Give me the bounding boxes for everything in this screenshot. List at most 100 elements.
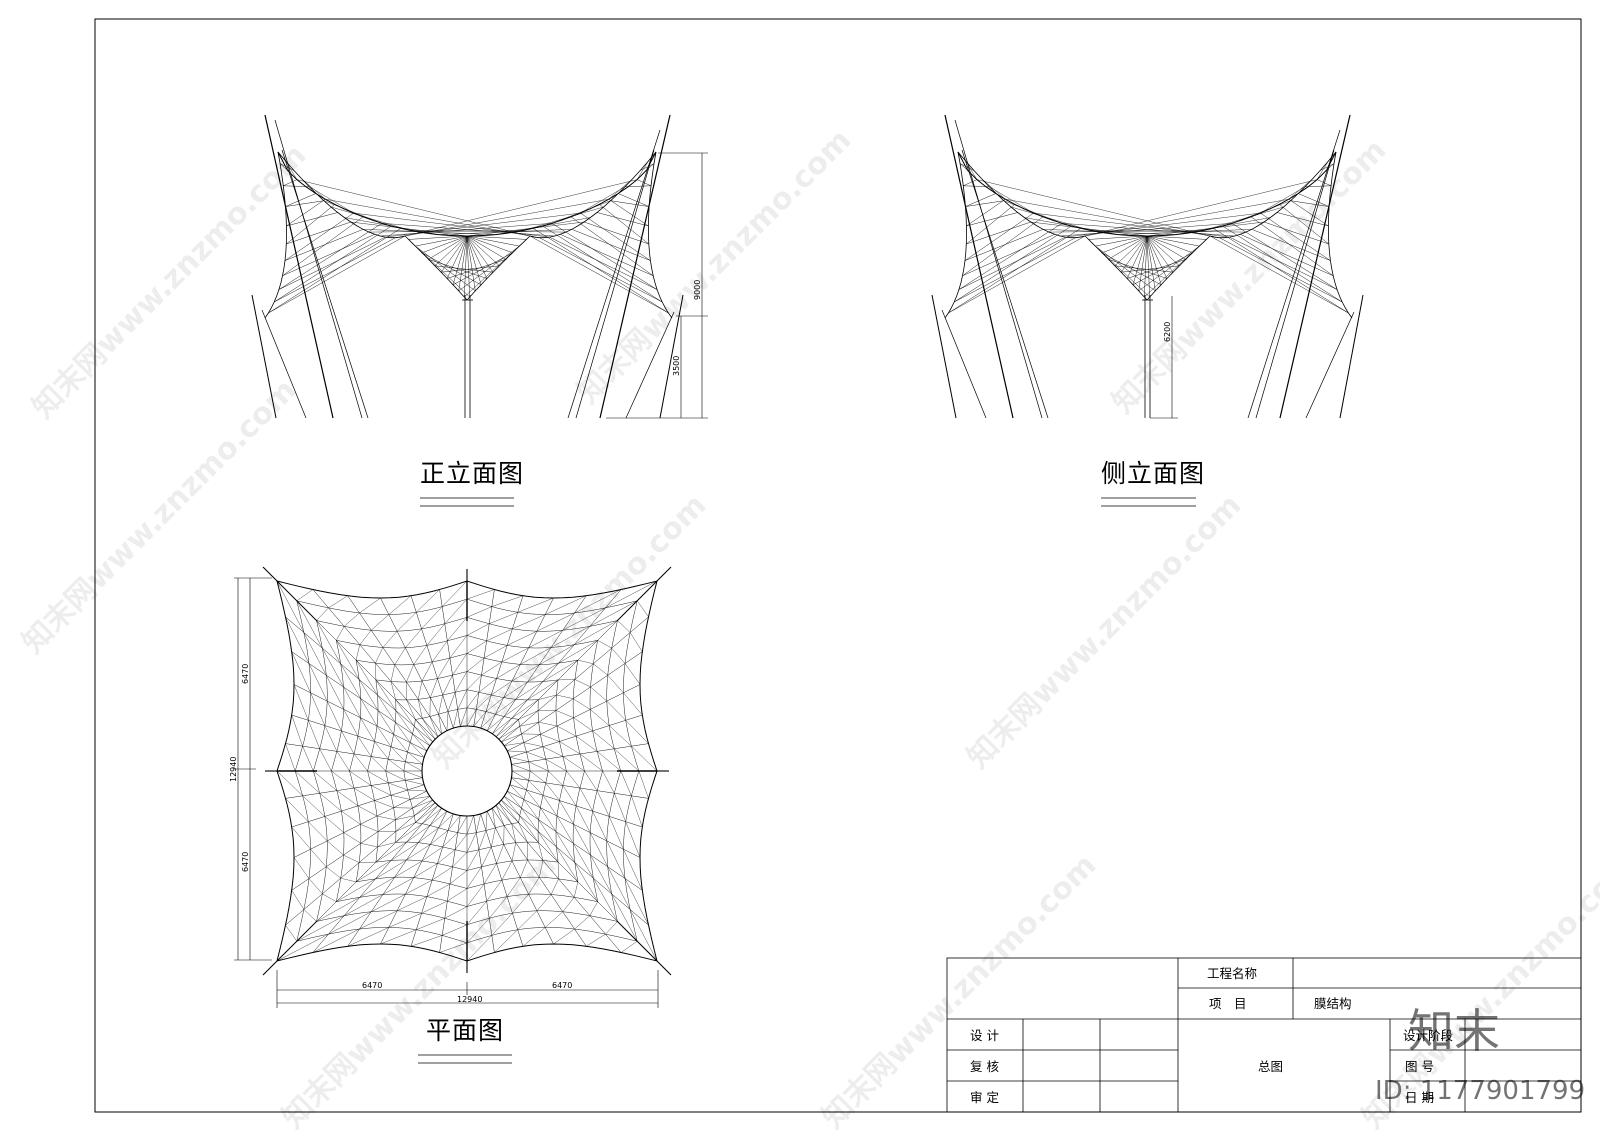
plan-mesh-diagonal <box>377 816 395 820</box>
mast-right-low-strut <box>1306 312 1354 418</box>
plan-mesh-diagonal <box>492 596 523 607</box>
review-label: 复 核 <box>970 1059 999 1075</box>
plan-title: 平面图 <box>426 1016 504 1046</box>
plan-mesh-diagonal <box>491 828 495 847</box>
plan-mesh-diagonal <box>540 734 559 741</box>
mesh-line <box>543 226 663 302</box>
plan-mesh-diagonal <box>447 617 467 641</box>
mesh-line <box>948 228 1080 313</box>
plan-mesh-diagonal <box>404 771 423 778</box>
plan-mesh-diagonal <box>389 913 422 927</box>
plan-mesh-diagonal <box>546 759 567 771</box>
plan-mesh-diagonal <box>308 822 327 841</box>
plan-mesh-diagonal <box>497 844 504 863</box>
plan-mesh-diagonal <box>371 786 391 796</box>
plan-mesh-diagonal <box>438 850 456 864</box>
plan-mesh-diagonal <box>376 842 407 862</box>
plan-mesh-diagonal <box>455 834 467 850</box>
plan-mesh-diagonal <box>322 894 336 902</box>
plan-mesh-diagonal <box>479 830 486 849</box>
plan-mesh-diagonal <box>358 736 371 756</box>
plan-mesh-diagonal <box>476 814 480 833</box>
plan-mesh-diagonal <box>614 793 625 822</box>
mesh-line <box>467 236 493 272</box>
plan-mesh-diagonal <box>422 901 448 913</box>
plan-mesh-diagonal <box>360 824 378 831</box>
plan-mesh-diagonal <box>510 757 529 761</box>
plan-mesh-diagonal <box>556 710 574 717</box>
plan-mesh-diagonal <box>286 925 297 941</box>
plan-mesh-diagonal <box>292 715 303 746</box>
plan-mesh-diagonal <box>557 695 574 699</box>
plan-mesh-diagonal <box>311 693 325 726</box>
watermark-id: ID: 1177901799 <box>1375 1076 1585 1106</box>
plan-mesh-diagonal <box>630 633 642 652</box>
plan-mesh-diagonal <box>467 850 479 871</box>
plan-mesh-diagonal <box>545 912 563 928</box>
plan-mesh-diagonal <box>467 641 487 654</box>
plan-mesh-diagonal <box>422 662 432 681</box>
plan-mesh-diagonal <box>344 687 361 718</box>
plan-dim-bottom-half: 6470 <box>241 852 250 872</box>
plan-mesh-diagonal <box>337 751 350 771</box>
plan-dim-right-half: 6470 <box>552 981 572 990</box>
plan-mesh-diagonal <box>450 635 467 658</box>
plan-mesh-diagonal <box>608 867 630 910</box>
plan-mesh-diagonal <box>327 841 343 855</box>
mesh-line <box>279 223 382 289</box>
plan-mesh-diagonal <box>621 771 632 796</box>
plan-mesh-diagonal <box>311 849 327 867</box>
plan-mesh-diagonal <box>356 861 391 882</box>
plan-mesh-diagonal <box>598 640 612 648</box>
plan-mesh-diagonal <box>590 902 598 916</box>
plan-mesh-diagonal <box>344 613 359 626</box>
plan-mesh-diagonal <box>432 867 452 880</box>
plan-mesh-diagonal <box>317 608 329 621</box>
plan-mesh-diagonal <box>626 822 640 858</box>
plan-mesh-diagonal <box>625 663 640 684</box>
plan-mesh-diagonal <box>563 786 576 806</box>
plan-mesh-diagonal <box>467 624 489 636</box>
plan-mesh-diagonal <box>422 808 441 824</box>
plan-mesh-diagonal <box>486 811 487 830</box>
plan-mesh-diagonal <box>430 830 448 844</box>
plan-mesh-diagonal <box>580 754 603 771</box>
plan-mesh-diagonal <box>359 598 380 613</box>
watermark-brand: 知末 <box>1408 995 1500 1061</box>
mesh-line <box>965 201 1004 207</box>
plan-mesh-diagonal <box>358 806 377 816</box>
mesh-line <box>571 217 653 276</box>
plan-mesh-diagonal <box>368 771 389 783</box>
plan-mesh-diagonal <box>526 752 545 759</box>
mesh-line <box>618 194 649 207</box>
drawing-name: 总图 <box>1258 1059 1283 1075</box>
plan-mesh-diagonal <box>381 930 417 944</box>
plan-mesh-diagonal <box>455 672 467 693</box>
plan-mesh-diagonal <box>637 601 648 617</box>
plan-mesh-diagonal <box>519 823 528 843</box>
plan-mesh-diagonal <box>388 759 404 771</box>
plan-mesh-diagonal <box>359 679 378 710</box>
plan-mesh-diagonal <box>317 897 360 921</box>
plan-mesh-diagonal <box>467 590 494 600</box>
mesh-line <box>1147 236 1179 266</box>
plan-mesh-diagonal <box>394 734 408 752</box>
plan-mesh-diagonal <box>391 795 410 799</box>
plan-mesh-diagonal <box>391 843 418 861</box>
plan-mesh-diagonal <box>375 860 406 879</box>
plan-mesh-diagonal <box>356 645 360 660</box>
mast-left-low-strut <box>942 310 986 418</box>
plan-mesh-diagonal <box>593 878 617 921</box>
plan-corner-cable <box>277 581 317 621</box>
item-value: 膜结构 <box>1314 996 1352 1012</box>
plan-dim-left-half: 6470 <box>362 981 382 990</box>
plan-corner-cable <box>277 921 317 961</box>
plan-dim-top-half: 6470 <box>241 664 250 684</box>
mesh-line <box>597 213 648 227</box>
mesh-line <box>966 199 1005 226</box>
mesh-line <box>286 213 337 227</box>
plan-corner-mast <box>263 567 277 581</box>
plan-mesh-diagonal <box>313 771 337 791</box>
plan-mesh-diagonal <box>467 607 492 618</box>
plan-mesh-diagonal <box>286 744 296 771</box>
